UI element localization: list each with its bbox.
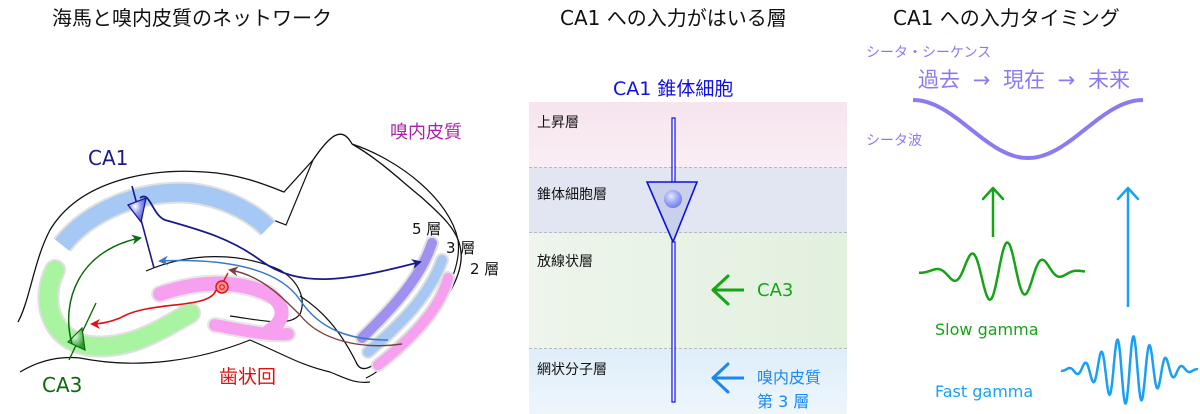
hippocampus-network-diagram [17,133,462,383]
ca1-pyramidal-cell-label: CA1 錐体細胞 [613,78,734,100]
layer-stratum-lacunosum-moleculare: 網状分子層 [529,349,847,414]
layer-stratum-pyramidale: 錐体細胞層 [529,168,847,233]
ca1-to-ec5-arrow [139,195,422,280]
ec-input-label-line1: 嗅内皮質 [757,368,822,387]
layer-label: 錐体細胞層 [537,187,607,203]
ca3-to-ca1-arrow [68,234,142,345]
layer-label: 放線状層 [537,254,593,270]
layer-stratum-oriens: 上昇層 [529,102,847,168]
ec-input-label-line2: 第 3 層 [757,392,810,411]
sequence-arrow-icon: → [1057,68,1076,92]
layer5-label: 5 層 [412,220,442,238]
ca1-neuron-soma [126,196,147,224]
ca1-label: CA1 [88,146,129,170]
panel1-title: 海馬と嗅内皮質のネットワーク [52,6,332,30]
slow-gamma-up-arrow [981,186,1005,237]
ca3-input-label: CA3 [757,280,794,301]
ca3-neuron-soma [66,326,86,352]
ec3-to-ca1-arrow [158,255,389,341]
theta-wave [912,98,1144,161]
fast-gamma-up-arrow [1116,186,1140,307]
fast-gamma-label: Fast gamma [935,382,1034,401]
layer-label: 上昇層 [537,115,579,131]
sequence-future: 未来 [1087,68,1130,92]
layer2-label: 2 層 [470,260,500,278]
sequence-past: 過去 [918,68,960,92]
sequence-arrow-icon: → [972,68,991,92]
layer-stratum-radiatum: 放線状層 [529,233,847,349]
dg-granule-cell [215,280,229,294]
fast-gamma-wave [1060,335,1199,405]
theta-wave-label: シータ波 [866,133,922,149]
theta-sequence-label: シータ・シーケンス [866,45,992,61]
dg-to-ca3-arrow [90,289,217,329]
theta-sequence-row: 過去 → 現在 → 未来 [918,64,1130,94]
ec2-to-dg-arrow [228,266,403,347]
slow-gamma-wave [919,241,1086,301]
panel3-title: CA1 への入力タイミング [893,6,1120,30]
dentate-gyrus-label: 歯状回 [219,366,277,388]
entorhinal-cortex-label: 嗅内皮質 [390,122,462,143]
slow-gamma-label: Slow gamma [935,320,1039,339]
panel2-title: CA1 への入力がはいる層 [560,6,787,30]
layer-label: 網状分子層 [537,362,607,378]
ca3-label: CA3 [42,373,83,397]
layer3-label: 3 層 [446,239,476,257]
sequence-present: 現在 [1002,68,1045,92]
